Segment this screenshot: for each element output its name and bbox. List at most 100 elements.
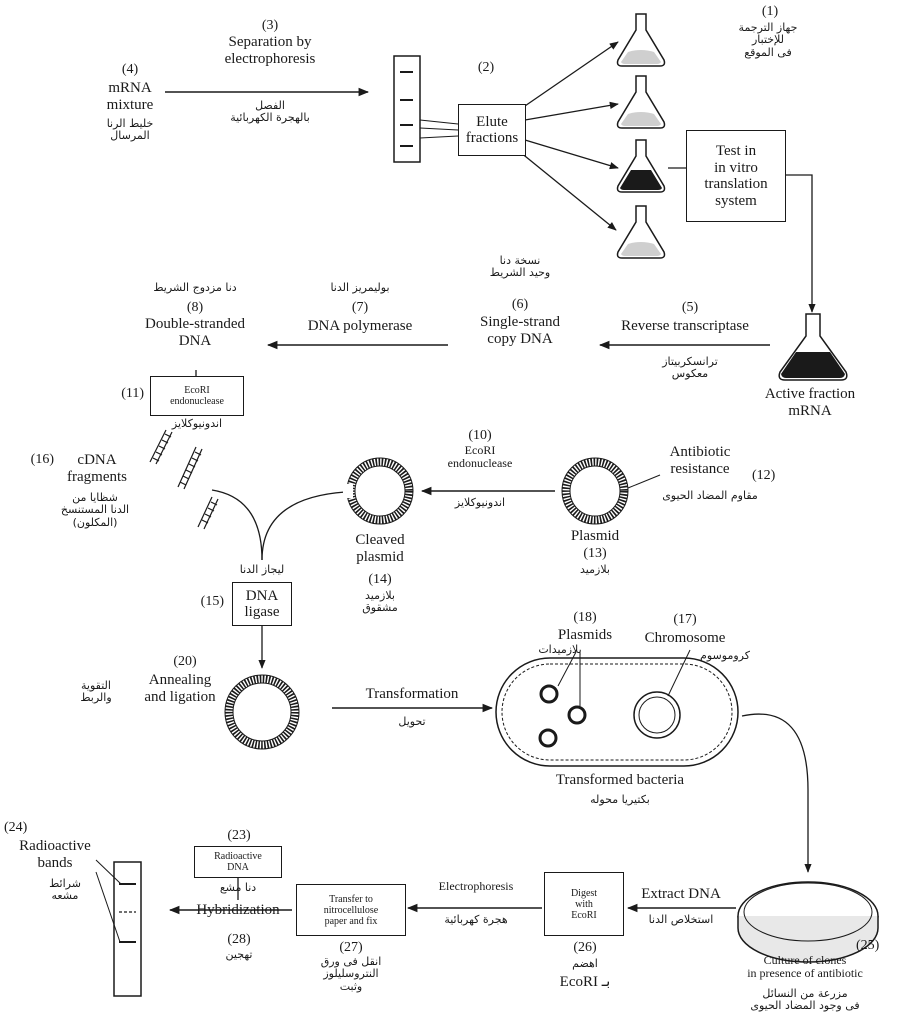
cdna-fragment-2 <box>177 446 203 490</box>
cleaved-plasmid-ring <box>343 457 414 525</box>
step-20-label: Annealing and ligation <box>144 672 216 705</box>
step-8-number: (8) <box>186 300 204 315</box>
step-5-number: (5) <box>681 300 699 315</box>
step-15-arabic-label: ليجاز الدنا <box>239 563 285 576</box>
step-14-number: (14) <box>368 572 392 587</box>
step-4-number: (4) <box>121 62 139 77</box>
step-17-arabic-label: كروموسوم <box>700 649 750 662</box>
electrophoresis-label: Electrophoresis <box>438 879 514 893</box>
step-24-number: (24) <box>4 820 28 835</box>
step-18-arabic-label: بلازميدات <box>538 643 582 656</box>
step-28-arabic-label: تهجين <box>225 948 253 961</box>
step-18-number: (18) <box>573 610 597 625</box>
step-16-number: (16) <box>30 452 54 467</box>
electrophoresis-arabic-label: هجرة كهربائية <box>444 913 508 926</box>
cdna-fragment-3 <box>197 496 219 530</box>
step-26-label: EcoRI بـ <box>559 974 611 990</box>
step-6-arabic-label: نسخة دنا وحيد الشريط <box>489 254 551 280</box>
transformed-bacteria-label: Transformed bacteria <box>555 772 685 788</box>
step-6-number: (6) <box>511 297 529 312</box>
culture-petri-dish <box>737 881 879 963</box>
step-26-arabic-label: اهضم <box>572 957 598 970</box>
flask-2 <box>616 75 666 129</box>
step-15-number: (15) <box>200 594 224 609</box>
extract-dna-label: Extract DNA <box>641 886 721 902</box>
step-1-arabic-label: جهاز الترجمة للإختبار فى الموقع <box>738 21 798 59</box>
active-fraction-flask <box>778 313 848 381</box>
step-17-number: (17) <box>673 612 697 627</box>
gel-column <box>393 55 421 163</box>
step-17-label: Chromosome <box>644 630 726 646</box>
step-3-label: Separation by electrophoresis <box>224 34 316 67</box>
step-18-label: Plasmids <box>557 627 613 643</box>
recombinant-plasmid-ring <box>224 674 300 750</box>
plasmid-ring <box>561 457 629 525</box>
step-10-label: EcoRI endonuclease <box>447 443 513 471</box>
hybridization-label: Hybridization <box>196 902 280 918</box>
test-in-vitro-box: Test in in vitro translation system <box>686 130 786 222</box>
step-7-label: DNA polymerase <box>307 318 413 334</box>
arrow-bacteria-to-culture <box>741 713 812 873</box>
dna-ligase-box: DNA ligase <box>232 582 292 626</box>
step-12-arabic-label: مقاوم المضاد الحيوى <box>662 489 758 502</box>
extract-dna-arabic-label: استخلاص الدنا <box>648 913 714 926</box>
transformation-arabic-label: تحويل <box>398 715 426 728</box>
step-28-number: (28) <box>227 932 251 947</box>
step-11-arabic-label: اندونيوكلايز <box>171 417 223 430</box>
step-8-arabic-label: دنا مزدوج الشريط <box>153 281 237 294</box>
step-5-label: Reverse transcriptase <box>621 318 749 334</box>
step-25-label: Culture of clones in presence of antibio… <box>747 953 863 981</box>
step-8-label: Double-stranded DNA <box>145 316 245 349</box>
step-2-number: (2) <box>477 60 495 75</box>
transformed-bacterium <box>495 657 739 767</box>
radioactive-band-strip <box>113 861 142 997</box>
step-12-label: Antibiotic resistance <box>669 444 731 477</box>
arrow-elute-flask-4 <box>519 151 617 231</box>
step-23-arabic-label: دنا مشع <box>219 881 257 894</box>
ecori-endonuclease-box: EcoRI endonuclease <box>150 376 244 416</box>
step-27-number: (27) <box>339 940 363 955</box>
step-25-number: (25) <box>856 938 880 953</box>
step-13-arabic-label: بلازميد <box>580 563 610 576</box>
step-14-label: Cleaved plasmid <box>355 532 405 565</box>
step-26-number: (26) <box>573 940 597 955</box>
flask-3-dark <box>616 139 666 193</box>
elute-fractions-box: Elute fractions <box>458 104 526 156</box>
step-6-label: Single-strand copy DNA <box>480 314 560 347</box>
step-10-arabic-label: اندونيوكلايز <box>454 496 506 509</box>
step-24-label: Radioactive bands <box>19 838 91 871</box>
step-16-arabic-label: شظايا من الدنا المستنسخ (المكلون) <box>60 491 130 529</box>
arrow-test-to-active <box>785 174 816 313</box>
step-3-number: (3) <box>261 18 279 33</box>
step-13-label: Plasmid <box>570 528 620 544</box>
flask-4 <box>616 205 666 259</box>
arrow-elute-flask-3 <box>524 139 619 170</box>
step-7-arabic-label: بوليمريز الدنا <box>330 281 390 294</box>
arrow-elute-flask-2 <box>524 101 619 121</box>
step-13-number: (13) <box>583 546 607 561</box>
flask-1 <box>616 13 666 67</box>
arrow-elute-flask-1 <box>521 41 619 109</box>
cdna-fragment-1 <box>149 429 173 465</box>
step-3-arabic-label: الفصل بالهجرة الكهربائية <box>230 99 310 125</box>
transfer-nitrocellulose-box: Transfer to nitrocellulose paper and fix <box>296 884 406 936</box>
step-14-arabic-label: بلازميد مشقوق <box>362 589 398 615</box>
step-12-number: (12) <box>752 468 776 483</box>
step-27-arabic-label: انقل فى ورق النتروسليلوز وثبت <box>320 955 382 993</box>
step-1-number: (1) <box>761 4 779 19</box>
digest-ecori-box: Digest with EcoRI <box>544 872 624 936</box>
step-7-number: (7) <box>351 300 369 315</box>
transformation-label: Transformation <box>365 686 459 702</box>
transformed-bacteria-arabic-label: بكتيريا محوله <box>590 793 650 806</box>
active-fraction-label: Active fraction mRNA <box>764 386 856 419</box>
step-20-arabic-label: التقوية والربط <box>80 679 112 705</box>
step-20-number: (20) <box>173 654 197 669</box>
step-4-arabic-label: خليط الرنا المرسال <box>106 117 154 143</box>
merge-curve-fragments <box>211 489 263 561</box>
radioactive-dna-box: Radioactive DNA <box>194 846 282 878</box>
merge-curve-plasmid <box>261 491 346 561</box>
step-16-label: cDNA fragments <box>67 452 127 485</box>
step-10-number: (10) <box>468 428 492 443</box>
step-23-number: (23) <box>227 828 251 843</box>
